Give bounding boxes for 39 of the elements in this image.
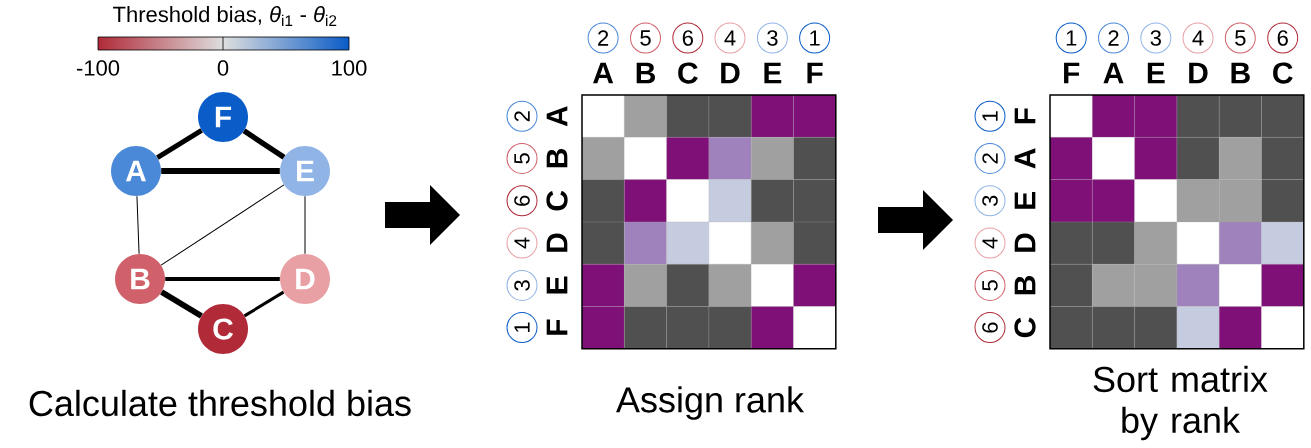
row-label: C xyxy=(546,190,568,211)
panel-caption: Calculate threshold bias xyxy=(29,389,411,417)
column-label: A xyxy=(593,62,614,84)
column-label: B xyxy=(1231,62,1250,84)
column-label: E xyxy=(764,62,782,84)
graph-edge xyxy=(165,276,280,282)
column-label: D xyxy=(1189,62,1208,84)
graph-edge xyxy=(160,289,203,319)
graph-edge xyxy=(243,290,285,318)
column-label: B xyxy=(636,62,655,84)
column-label: C xyxy=(1273,62,1293,84)
panel-caption: Sort matrix by rank xyxy=(1093,365,1268,441)
row-label: C xyxy=(1014,317,1036,338)
row-label: D xyxy=(1014,233,1036,252)
graph-edge xyxy=(161,167,280,175)
row-label: A xyxy=(546,106,568,127)
tick-label: -100 xyxy=(76,60,120,76)
column-label: F xyxy=(1064,62,1080,84)
graph-edge xyxy=(160,184,285,266)
graph-edge xyxy=(136,195,140,255)
panel-caption: Assign rank xyxy=(616,386,805,420)
row-label: B xyxy=(1014,275,1036,295)
column-label: D xyxy=(721,62,740,84)
graph-edge xyxy=(304,195,306,255)
tick-label: 100 xyxy=(332,60,367,76)
row-label: B xyxy=(546,148,568,168)
row-label: A xyxy=(1014,148,1036,169)
column-label: E xyxy=(1147,62,1165,84)
graph-edge xyxy=(156,128,203,160)
graph-edge xyxy=(242,128,286,160)
row-label: F xyxy=(1014,108,1036,124)
column-label: C xyxy=(678,62,698,84)
row-label: F xyxy=(546,319,568,335)
column-label: F xyxy=(807,62,823,84)
column-label: A xyxy=(1103,62,1124,84)
colorbar-title: Threshold bias, θ$_{i1}$ - θ$_{i2}$ xyxy=(113,6,337,26)
row-label: E xyxy=(1014,191,1036,209)
row-label: D xyxy=(546,233,568,252)
row-label: E xyxy=(546,276,568,294)
